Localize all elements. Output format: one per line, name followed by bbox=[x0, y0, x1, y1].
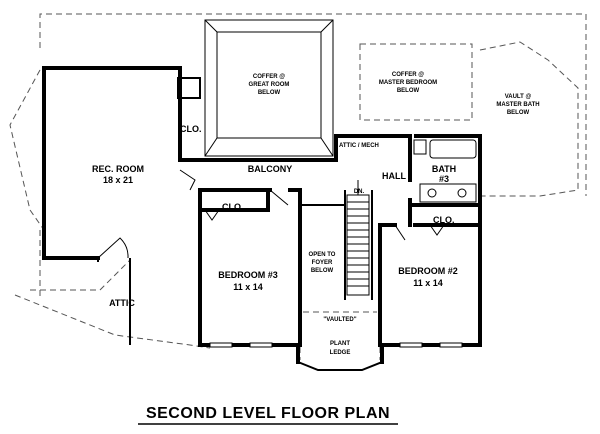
rec-room-size: 18 x 21 bbox=[103, 175, 133, 185]
bath3-number: #3 bbox=[439, 174, 449, 184]
balcony-label: BALCONY bbox=[248, 164, 293, 174]
bedroom2-name: BEDROOM #2 bbox=[398, 266, 458, 276]
open-to-foyer-line3: BELOW bbox=[311, 268, 334, 274]
coffer-great-room-line3: BELOW bbox=[258, 90, 281, 96]
attic-mech-label: ATTIC / MECH bbox=[339, 143, 379, 149]
windows bbox=[209, 342, 463, 348]
coffer-great-room-line1: COFFER @ bbox=[253, 74, 285, 80]
open-to-foyer-line2: FOYER bbox=[312, 260, 333, 266]
vault-master-bath-line3: BELOW bbox=[507, 110, 530, 116]
clo-bedroom2: CLO. bbox=[433, 215, 455, 225]
plant-ledge-line2: LEDGE bbox=[330, 350, 351, 356]
great-room-coffer bbox=[204, 19, 334, 157]
plan-title: SECOND LEVEL FLOOR PLAN bbox=[146, 405, 390, 422]
coffer-great-room-line2: GREAT ROOM bbox=[249, 82, 290, 88]
coffer-master-bedroom-line1: COFFER @ bbox=[392, 72, 424, 78]
bedroom3-size: 11 x 14 bbox=[233, 282, 263, 292]
vault-master-bath-line1: VAULT @ bbox=[505, 94, 532, 100]
plant-ledge-line1: PLANT bbox=[330, 341, 350, 347]
bedroom3-name: BEDROOM #3 bbox=[218, 270, 278, 280]
open-to-foyer-line1: OPEN TO bbox=[309, 252, 336, 258]
vaulted-label: "VAULTED" bbox=[323, 317, 356, 323]
walls bbox=[42, 66, 482, 364]
attic-label: ATTIC bbox=[109, 298, 135, 308]
dn-label: DN. bbox=[354, 189, 365, 195]
bath3-name: BATH bbox=[432, 164, 456, 174]
partitions bbox=[97, 77, 383, 371]
bath-fixtures bbox=[413, 139, 477, 203]
coffer-master-bedroom-line2: MASTER BEDROOM bbox=[379, 80, 437, 86]
door-swings bbox=[97, 169, 445, 259]
bedroom2-size: 11 x 14 bbox=[413, 278, 443, 288]
rec-room-name: REC. ROOM bbox=[92, 164, 144, 174]
clo-rec-room: CLO. bbox=[180, 124, 202, 134]
clo-bedroom3: CLO. bbox=[222, 202, 244, 212]
vault-master-bath-line2: MASTER BATH bbox=[496, 102, 539, 108]
coffer-master-bedroom-line3: BELOW bbox=[397, 88, 420, 94]
hall-label: HALL bbox=[382, 171, 406, 181]
staircase bbox=[346, 180, 370, 296]
